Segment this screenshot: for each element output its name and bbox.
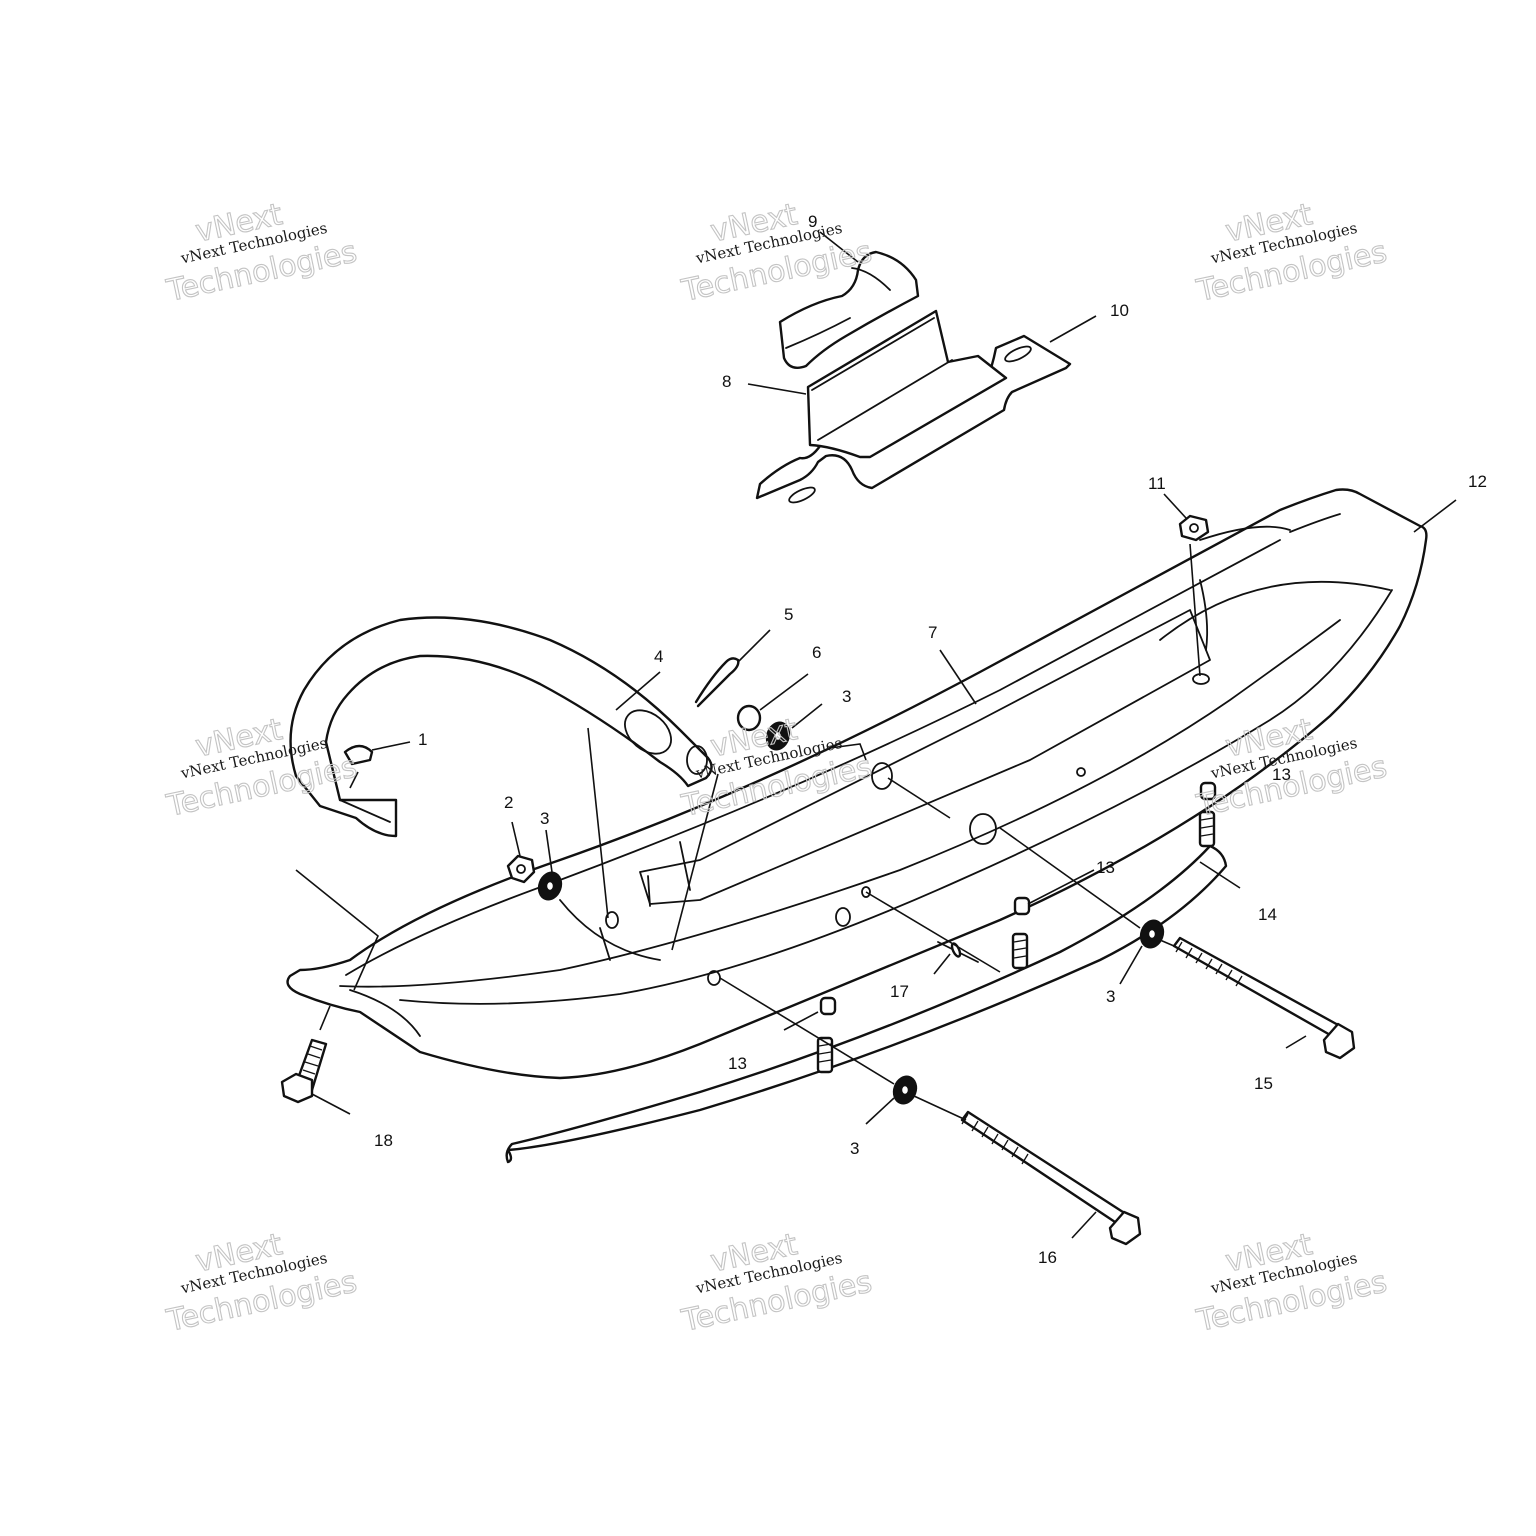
part-13-spacers-and-studs [816, 781, 1217, 1074]
callout-12: 12 [1468, 472, 1487, 491]
part-17-rivet [937, 941, 979, 963]
callout-3: 3 [1106, 987, 1115, 1006]
ski-body [286, 488, 1428, 1080]
callout-4: 4 [654, 647, 663, 666]
callout-6: 6 [812, 643, 821, 662]
ski-handle-loop [289, 616, 713, 838]
watermark-top-right: vNext vNext Technologies Technologies [1193, 197, 1391, 310]
callout-10: 10 [1110, 301, 1129, 320]
callout-17: 17 [890, 982, 909, 1001]
part-15-long-bolt [1172, 936, 1356, 1060]
callout-2: 2 [504, 793, 513, 812]
part-5-cotter-pin [694, 657, 740, 708]
part-1-rivet-plug [343, 744, 374, 766]
saddle-pad [778, 250, 920, 369]
callout-8: 8 [722, 372, 731, 391]
callout-13: 13 [1272, 765, 1291, 784]
callout-7: 7 [928, 623, 937, 642]
callout-3: 3 [850, 1139, 859, 1158]
callout-9: 9 [808, 212, 817, 231]
callout-13: 13 [728, 1054, 747, 1073]
saddle-mount-bracket [755, 309, 1072, 504]
watermark-bottom-left: vNext vNext Technologies Technologies [163, 1227, 361, 1340]
part-18-front-bolt [280, 1038, 328, 1104]
callout-14: 14 [1258, 905, 1277, 924]
watermark-bottom-center: vNext vNext Technologies Technologies [678, 1227, 876, 1340]
part-2-lock-nut [506, 854, 536, 884]
callout-11: 11 [1148, 474, 1166, 493]
callout-18: 18 [374, 1131, 393, 1150]
callout-labels: 1 2 3 3 3 3 4 5 6 7 8 9 10 11 12 13 13 1… [374, 212, 1487, 1267]
part-3-washers [537, 721, 1165, 1105]
callout-1: 1 [418, 730, 427, 749]
callout-16: 16 [1038, 1248, 1057, 1267]
watermark-top-center: vNext vNext Technologies Technologies [678, 197, 876, 310]
callout-15: 15 [1254, 1074, 1273, 1093]
part-6-castle-nut [736, 704, 762, 732]
callout-3: 3 [540, 809, 549, 828]
callout-3: 3 [842, 687, 851, 706]
watermark-top-left: vNext vNext Technologies Technologies [163, 197, 361, 310]
wear-bar [505, 844, 1228, 1164]
callout-5: 5 [784, 605, 793, 624]
leader-lines [295, 231, 1457, 1239]
watermark-bottom-right: vNext vNext Technologies Technologies [1193, 1227, 1391, 1340]
part-11-nut [1178, 514, 1210, 542]
callout-13: 13 [1096, 858, 1115, 877]
part-16-long-bolt [960, 1110, 1142, 1246]
